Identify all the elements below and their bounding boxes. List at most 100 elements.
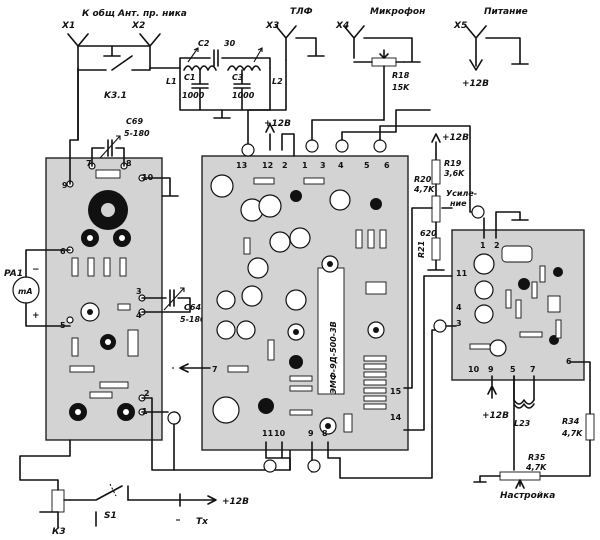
potentiometer-r35: R35 4,7K Настройка [473,375,555,501]
gain-label-2: ние [450,199,467,208]
r34-value: 4,7K [561,429,583,438]
tune-label: Настройка [500,491,555,501]
x2-text: Ант. пр. ника [117,9,187,19]
l2-label: L2 [272,77,283,86]
r20-label: R20 [414,175,432,184]
potentiometer-r18: R18 15K [353,49,410,121]
r35-value: 4,7K [525,463,547,472]
board-left-parts [66,162,146,421]
c3-value: 1000 [232,91,255,100]
wire-mid-right [339,329,441,479]
board-right-parts [469,245,563,357]
resistor-r34: R34 4,7K [539,361,595,477]
meter-minus: − [32,265,40,275]
right-pin-4: 4 [456,303,462,312]
right-pin-5: 5 [510,365,516,374]
output-arrow [179,363,211,373]
r18-label: R18 [392,71,410,80]
c2-label: C2 [198,39,210,48]
trimmer-c64: C64 5-180 [141,287,206,324]
r34-label: R34 [562,417,580,426]
switch-s1: S1 +12В Tx [69,483,249,527]
r19-value: 3,6K [444,169,465,178]
board-right-pins: 1 2 11 4 3 10 9 5 7 6 [456,241,572,374]
coil-l23: L23 [513,375,535,428]
wire-relay-link [39,485,129,513]
power-top: +12В [264,119,291,129]
c64-label: C64 [184,303,201,312]
r18-value: 15K [392,83,410,92]
mid-pin-6: 6 [384,161,390,170]
x3-label: X3 [265,21,279,31]
c69-value: 5-180 [124,129,150,138]
board-mid-parts: ЭМФ-9Д-500-3В [210,174,387,435]
wire-x1-left [69,69,79,185]
ma-label: mA [18,287,33,296]
x5-power: +12В [462,79,489,89]
wire-right-9 [487,375,497,399]
mid-pin-2: 2 [282,161,288,170]
pa1-label: PA1 [4,269,23,279]
k31-label: K3.1 [104,91,127,101]
c3-label: C3 [232,73,244,82]
jumper-left-1 [167,411,181,425]
l1-label: L1 [166,77,177,86]
wire-right-top [483,211,529,239]
x4-text: Микрофон [370,7,425,17]
mid-pin-15: 15 [390,387,402,396]
x1-label: X1 [61,21,75,31]
right-pin-6: 6 [566,357,572,366]
right-pin-2: 2 [494,241,500,250]
mid-pin-12: 12 [262,161,273,170]
filter-ground [213,109,231,119]
left-pin-2: 2 [144,389,150,398]
ground-x1 [103,45,121,57]
right-pin-10: 10 [468,365,480,374]
left-pin-3: 3 [136,287,142,296]
gain-label: Усиле- [446,189,477,198]
r35-label: R35 [528,453,546,462]
mid-pin-10: 10 [274,429,286,438]
left-pin-6: 6 [60,247,66,256]
power-right: +12В [482,411,509,421]
wire-mid-mic [311,109,431,141]
mid-pin-7: 7 [212,365,218,374]
divider-r19-r21: +12В R19 3,6K R20 4,7K Усиле- ние R21 62… [403,133,477,389]
jumper-mid-bottom-2 [307,459,321,473]
left-pin-8: 8 [126,159,132,168]
c2-value: 30 [224,39,236,48]
x3-text: ТЛФ [290,7,313,17]
r21-value: 620 [420,229,437,238]
power-top-arrow [265,123,275,133]
mid-pin-13: 13 [236,161,247,170]
x5-text: Питание [484,7,528,17]
ground-left-10 [141,177,179,197]
x1-text: К общ [82,8,115,19]
connector-x5: X5 Питание +12В [453,7,529,89]
connector-x1: X1 К общ [61,8,115,141]
bandpass-filter: C2 30 L1 C1 1000 C3 1000 L2 [149,39,283,119]
x5-label: X5 [453,21,467,31]
wire-x3-board [247,59,287,151]
mid-pin-11: 11 [262,429,274,438]
power-r19: +12В [442,133,469,143]
mid-top-jumpers [241,139,387,157]
x2-label: X2 [131,21,145,31]
tx-label: Tx [196,517,209,527]
right-pin-7: 7 [530,365,536,374]
board-mid-pins: 13 12 2 1 3 4 5 6 7 15 14 11 10 9 8 [212,161,402,438]
power-bottom: +12В [222,497,249,507]
mid-pin-8: 8 [322,429,328,438]
jumper-right-3 [433,319,447,333]
wire-right-11 [403,275,453,431]
mid-pin-9: 9 [308,429,314,438]
mid-pin-3: 3 [320,161,326,170]
right-pin-1: 1 [480,241,486,250]
k3-label: К3 [52,527,66,537]
left-pin-9: 9 [62,181,68,190]
jumper-right-top [471,205,485,219]
wire-mid-bottom-1 [265,441,291,471]
l23-label: L23 [514,419,531,428]
mid-pin-14: 14 [390,413,402,422]
